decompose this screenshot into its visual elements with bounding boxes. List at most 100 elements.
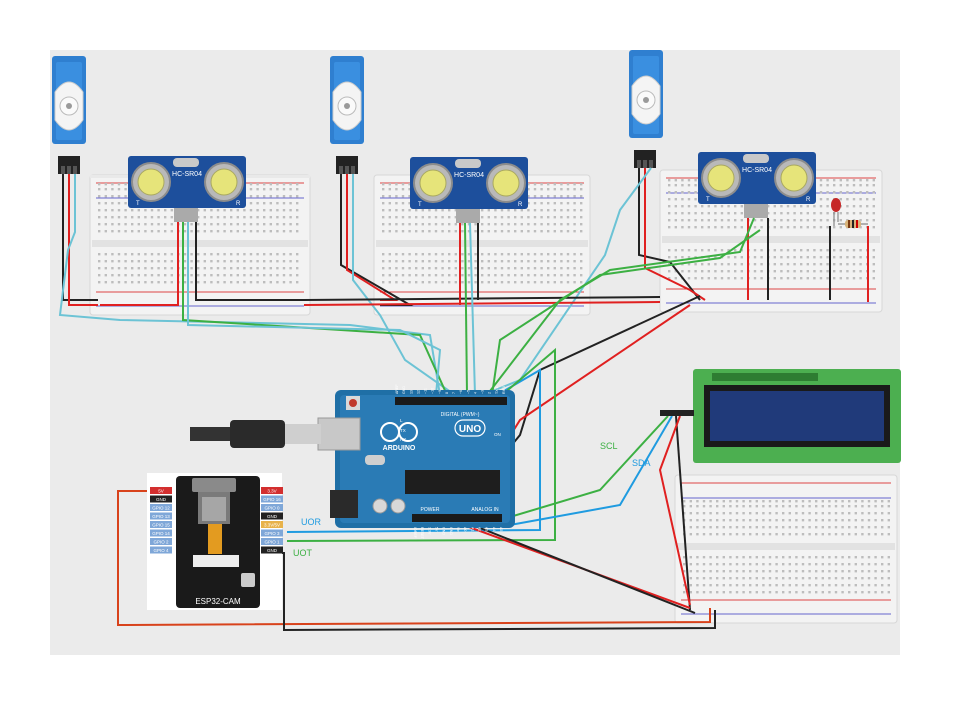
wire-sda	[509, 415, 673, 526]
wire-servo3-signal	[482, 167, 652, 396]
esp32-pin	[261, 546, 283, 554]
esp32-pin	[261, 529, 283, 537]
arduino-pin-label: AREF	[395, 384, 399, 394]
arduino-pin-label: IOREF	[413, 527, 417, 539]
lcd-display	[660, 369, 901, 463]
wire-tx-blue	[286, 368, 541, 533]
esp32-pin	[261, 487, 283, 494]
wire-esp-5v	[117, 490, 711, 627]
esp32-pin-label: 3.3V/5V	[264, 523, 280, 528]
esp32-pin	[261, 512, 283, 520]
wire-rail-red-1	[303, 301, 661, 306]
arduino-pin-label: 7	[452, 392, 456, 394]
arduino-pin-label: 4	[473, 392, 477, 394]
esp32-pin	[150, 538, 172, 545]
esp32-pin	[150, 487, 172, 494]
wire-s1-cyan	[187, 222, 442, 396]
esp32-pin	[150, 529, 172, 537]
arduino-pin-label: 13	[409, 390, 413, 394]
wire-servo1-red	[68, 174, 98, 306]
arduino-pin-label: ~11	[424, 388, 428, 394]
arduino-led-tx: TX	[400, 428, 406, 433]
arduino-led-l: L	[400, 418, 403, 423]
wire-scl	[499, 415, 669, 521]
esp32-pin	[261, 521, 283, 528]
arduino-pin-label: GND	[402, 386, 406, 394]
esp32-cam-title: ESP32-CAM	[195, 597, 241, 606]
esp32-pin-label: GND	[156, 497, 167, 502]
ultrasonic-sensor-1: HC-SR04 T R	[128, 156, 246, 222]
arduino-pin-label: A2	[478, 527, 482, 531]
esp32-pin	[261, 504, 283, 511]
arduino-model-text: UNO	[459, 424, 481, 435]
arduino-pin-label: 8	[445, 392, 449, 394]
sensor-3-r-mark: R	[806, 197, 811, 203]
arduino-pin-label: ~9	[438, 390, 442, 394]
wire-servo3-red	[644, 168, 706, 301]
sensor-1-label: HC-SR04	[172, 171, 202, 178]
arduino-uno: ARDUINO UNO DIGITAL (PWM~) POWER ANALOG …	[317, 384, 515, 540]
esp32-pin-label: GPIO 3	[264, 531, 280, 536]
wire-servo3-black	[638, 168, 701, 301]
arduino-pin-label: RX 0	[502, 386, 506, 394]
esp32-pin	[261, 495, 283, 503]
arduino-pin-label: ~10	[431, 388, 435, 394]
arduino-pin-label: TX 1	[495, 386, 499, 394]
sensor-2-r-mark: R	[518, 202, 523, 208]
arduino-pin-label: ~3	[481, 390, 485, 394]
wire-s1-red	[100, 222, 179, 306]
breadboard-4	[674, 474, 898, 624]
sensor-2-t-mark: T	[418, 202, 422, 208]
esp32-pin-label: GPIO 15	[152, 523, 170, 528]
ultrasonic-sensor-2: HC-SR04 T R	[410, 157, 528, 223]
esp32-pin-label: GND	[267, 514, 278, 519]
esp32-pin-label: GND	[267, 548, 278, 553]
wire-servo1-signal	[58, 174, 441, 396]
arduino-digital-label: DIGITAL (PWM~)	[441, 412, 480, 418]
wire-rx-green	[286, 347, 556, 542]
arduino-pin-label: 2	[488, 392, 492, 394]
servo-3	[629, 50, 663, 168]
wire-s2-green	[464, 222, 468, 396]
led-red	[831, 198, 841, 226]
wire-lcd-gnd	[675, 415, 691, 611]
servo-1	[52, 56, 86, 174]
sensor-1-t-mark: T	[136, 201, 140, 207]
label-scl: SCL	[600, 441, 618, 451]
esp32-pin	[150, 521, 172, 528]
wire-servo2-signal	[352, 174, 456, 396]
label-uot: UOT	[293, 548, 313, 558]
esp32-pin-label: GPIO 13	[152, 514, 170, 519]
sensor-2-label: HC-SR04	[454, 172, 484, 179]
resistor	[838, 220, 868, 228]
breadboard-1	[89, 174, 311, 316]
esp32-pin-label: GPIO 4	[153, 548, 169, 553]
arduino-pin-label: A0	[463, 527, 467, 531]
arduino-pin-label: A5	[499, 527, 503, 531]
arduino-pin-label: A4	[492, 527, 496, 531]
esp32-pin-label: 3.3V	[267, 489, 276, 494]
sensor-1-r-mark: R	[236, 201, 241, 207]
esp32-pin-label: GPIO 1	[264, 540, 280, 545]
esp32-pin	[150, 504, 172, 511]
wire-s2-cyan	[469, 222, 476, 396]
servo-2	[330, 56, 364, 174]
esp32-pin	[150, 546, 172, 554]
arduino-pin-label: ~6	[459, 390, 463, 394]
arduino-pin-label: 5V	[435, 527, 439, 532]
arduino-pin-label: A3	[485, 527, 489, 531]
esp32-pin	[150, 512, 172, 520]
esp32-pin-label: GPIO 0	[264, 506, 280, 511]
esp32-pin	[150, 495, 172, 503]
wire-servo1-black	[62, 174, 98, 301]
label-sda: SDA	[632, 458, 651, 468]
wire-lcd-vcc	[658, 415, 691, 606]
arduino-analog-label: ANALOG IN	[471, 507, 499, 513]
label-uor: UOR	[301, 517, 322, 527]
wires	[58, 167, 869, 632]
esp32-pin	[261, 538, 283, 545]
usb-cable	[190, 420, 321, 448]
arduino-pin-label: ~5	[466, 390, 470, 394]
arduino-power-label: POWER	[421, 507, 440, 513]
